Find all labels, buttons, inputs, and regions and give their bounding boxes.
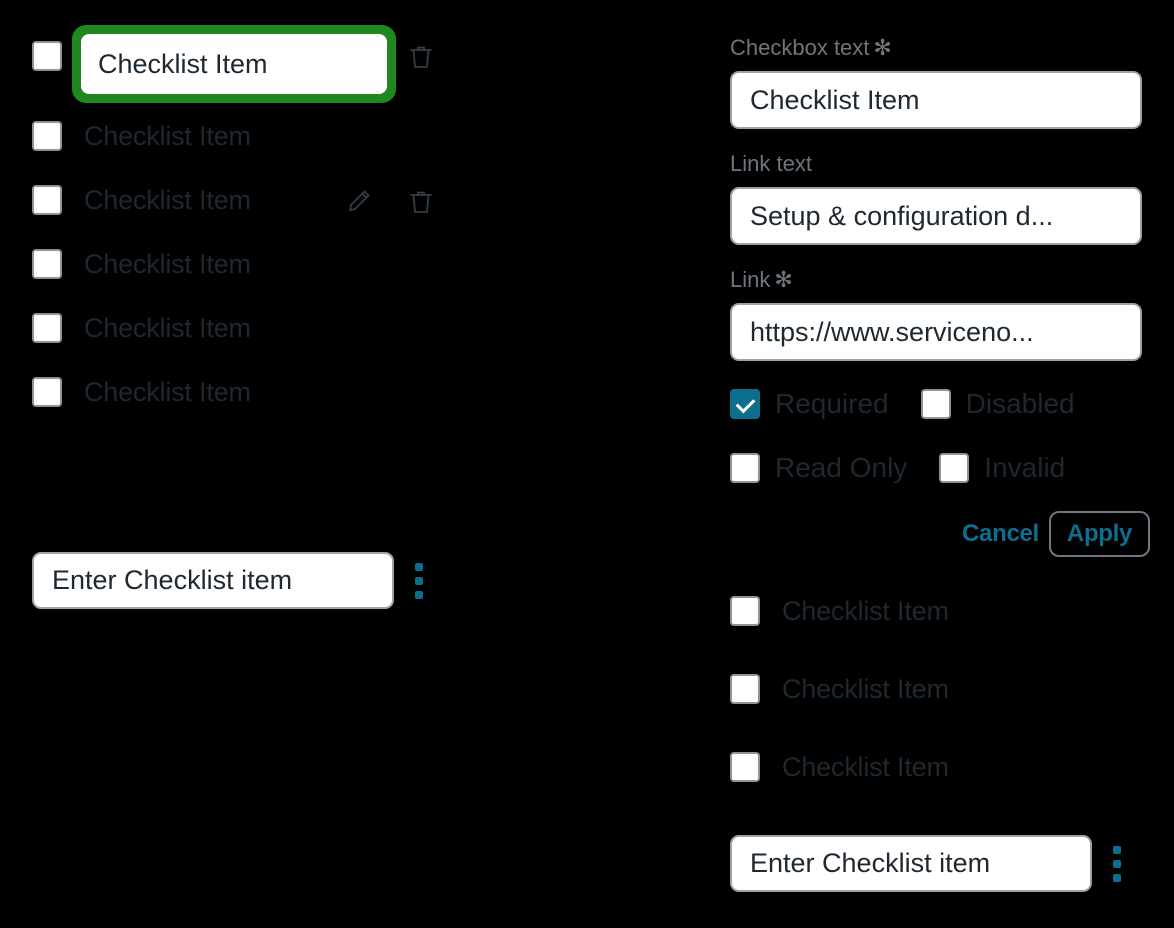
checklist-item-label: Checklist Item bbox=[782, 751, 949, 782]
checklist-item-label: Checklist Item bbox=[84, 120, 251, 151]
panel-actions: Cancel Apply bbox=[962, 511, 1151, 557]
apply-button[interactable]: Apply bbox=[1048, 511, 1151, 557]
trash-icon[interactable] bbox=[406, 187, 436, 217]
checklist-checkbox[interactable] bbox=[730, 752, 760, 782]
disabled-checkbox[interactable] bbox=[920, 389, 951, 419]
checklist-row[interactable]: Checklist Item bbox=[32, 121, 251, 151]
checkbox-text-label: Checkbox text✻ bbox=[730, 37, 892, 59]
checklist-item-label: Checklist Item bbox=[84, 376, 251, 407]
trash-icon[interactable] bbox=[406, 42, 436, 72]
checklist-checkbox-editing[interactable] bbox=[32, 41, 62, 71]
read-only-checkbox[interactable] bbox=[730, 453, 760, 483]
required-asterisk-icon: ✻ bbox=[774, 267, 793, 292]
option-disabled[interactable]: Disabled bbox=[920, 388, 1075, 419]
pencil-icon[interactable] bbox=[345, 187, 373, 215]
checklist-edit-input-wrapper: Checklist Item bbox=[72, 25, 396, 103]
read-only-label: Read Only bbox=[775, 452, 908, 483]
checklist-checkbox[interactable] bbox=[32, 313, 62, 343]
checklist-item-label: Checklist Item bbox=[782, 673, 949, 704]
add-checklist-item-input[interactable]: Enter Checklist item bbox=[730, 835, 1092, 892]
cancel-button[interactable]: Cancel bbox=[962, 520, 1039, 547]
checkbox-text-input[interactable]: Checklist Item bbox=[730, 71, 1142, 129]
options-row-1: Required Disabled bbox=[730, 389, 1075, 419]
checklist-row[interactable]: Checklist Item bbox=[32, 185, 251, 215]
link-label-text: Link bbox=[730, 267, 771, 292]
checklist-row[interactable]: Checklist Item bbox=[32, 377, 251, 407]
checklist-row-editing bbox=[32, 41, 62, 71]
link-label: Link✻ bbox=[730, 269, 793, 291]
link-text-input[interactable]: Setup & configuration d... bbox=[730, 187, 1142, 245]
option-invalid[interactable]: Invalid bbox=[939, 453, 1065, 483]
checklist-checkbox[interactable] bbox=[32, 121, 62, 151]
checklist-checkbox[interactable] bbox=[730, 596, 760, 626]
link-input[interactable]: https://www.serviceno... bbox=[730, 303, 1142, 361]
checklist-checkbox[interactable] bbox=[32, 185, 62, 215]
checklist-item-label: Checklist Item bbox=[84, 248, 251, 279]
checklist-row[interactable]: Checklist Item bbox=[32, 249, 251, 279]
checklist-row[interactable]: Checklist Item bbox=[730, 752, 949, 782]
checklist-checkbox[interactable] bbox=[32, 249, 62, 279]
disabled-label: Disabled bbox=[965, 388, 1075, 419]
checklist-row[interactable]: Checklist Item bbox=[730, 674, 949, 704]
required-checkbox[interactable] bbox=[730, 389, 760, 419]
option-required[interactable]: Required bbox=[730, 389, 889, 419]
checklist-row[interactable]: Checklist Item bbox=[730, 596, 949, 626]
options-row-2: Read Only Invalid bbox=[730, 453, 1065, 483]
kebab-menu-icon[interactable] bbox=[1113, 846, 1121, 882]
checklist-checkbox[interactable] bbox=[32, 377, 62, 407]
checklist-row[interactable]: Checklist Item bbox=[32, 313, 251, 343]
link-text-label: Link text bbox=[730, 153, 812, 175]
invalid-checkbox[interactable] bbox=[939, 453, 970, 483]
checkbox-text-label-text: Checkbox text bbox=[730, 35, 870, 60]
checklist-item-label: Checklist Item bbox=[84, 184, 251, 215]
invalid-label: Invalid bbox=[984, 452, 1066, 483]
link-text-label-text: Link text bbox=[730, 151, 812, 176]
required-label: Required bbox=[775, 388, 889, 419]
kebab-menu-icon[interactable] bbox=[415, 563, 423, 599]
option-read-only[interactable]: Read Only bbox=[730, 453, 907, 483]
add-checklist-item-input[interactable]: Enter Checklist item bbox=[32, 552, 394, 609]
checklist-item-label: Checklist Item bbox=[782, 595, 949, 626]
checklist-checkbox[interactable] bbox=[730, 674, 760, 704]
checklist-item-label: Checklist Item bbox=[84, 312, 251, 343]
checklist-edit-input[interactable]: Checklist Item bbox=[81, 34, 387, 94]
required-asterisk-icon: ✻ bbox=[873, 35, 892, 60]
